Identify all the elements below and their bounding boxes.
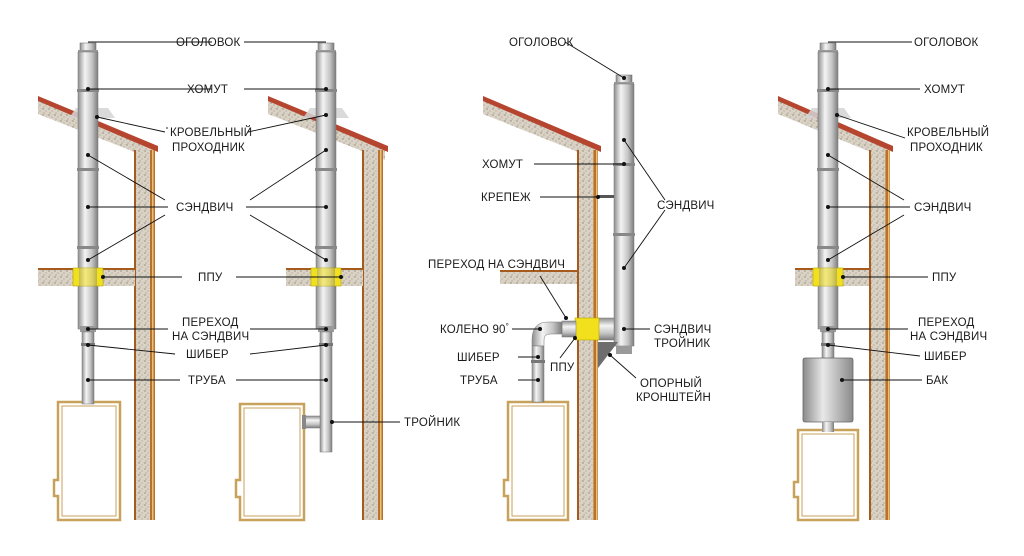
chimney-pipe-4 xyxy=(802,42,854,432)
label-ppu-2: ППУ xyxy=(550,362,575,374)
sandwich-pipe-4 xyxy=(817,51,839,330)
leader-dots xyxy=(86,76,845,424)
chimney-pipe-2 xyxy=(302,42,349,453)
wall-1-inner xyxy=(134,150,136,520)
label-ogolovok-3: ОГОЛОВОК xyxy=(914,37,978,49)
cap-4 xyxy=(819,42,837,52)
label-sendvich-2: СЭНДВИЧ xyxy=(657,200,715,212)
label-khomut-3: ХОМУТ xyxy=(924,84,965,96)
label-shiber-1: ШИБЕР xyxy=(186,349,229,361)
label-ppu-3: ППУ xyxy=(932,272,957,284)
label-prokhodnik-1: ПРОХОДНИК xyxy=(172,142,245,154)
label-perekhod-2: ПЕРЕХОД НА СЭНДВИЧ xyxy=(428,259,565,271)
house-3 xyxy=(483,96,601,522)
sandwich-pipe-3 xyxy=(613,83,635,347)
label-krovelny-3b: ПРОХОДНИК xyxy=(910,142,983,154)
label-perekhod-3a: ПЕРЕХОД xyxy=(918,317,974,329)
label-truba-2: ТРУБА xyxy=(460,375,498,387)
leader-lines xyxy=(87,41,928,423)
label-troynik-2a: СЭНДВИЧ xyxy=(654,324,712,336)
mount-3 xyxy=(598,195,614,198)
elbow-3 xyxy=(531,321,563,347)
chimney-pipe-1 xyxy=(69,42,115,405)
cap-1 xyxy=(79,42,97,52)
label-troynik-2b: ТРОЙНИК xyxy=(654,337,710,350)
label-khomut-1: ХОМУТ xyxy=(187,84,228,96)
roof-cover-3 xyxy=(483,96,601,152)
single-pipe-2 xyxy=(319,331,333,453)
label-troynik-1: ТРОЙНИК xyxy=(404,416,460,429)
roof-insulation-3 xyxy=(483,100,598,160)
label-bak-3: БАК xyxy=(926,375,948,387)
clamp-1c xyxy=(77,246,99,249)
label-shiber-3: ШИБЕР xyxy=(924,351,967,363)
stove-4 xyxy=(792,428,860,522)
label-perekhod-1b: НА СЭНДВИЧ xyxy=(172,331,249,343)
single-pipe-3 xyxy=(531,345,545,403)
label-sendvich-1: СЭНДВИЧ xyxy=(176,202,234,214)
label-perekhod-3b: НА СЭНДВИЧ xyxy=(910,331,987,343)
label-sendvich-3: СЭНДВИЧ xyxy=(914,202,972,214)
label-shiber-2: ШИБЕР xyxy=(457,352,500,364)
label-koleno-2: КОЛЕНО 90° xyxy=(440,322,509,336)
clamp-1b xyxy=(77,168,99,171)
label-opora-2b: КРОНШТЕЙН xyxy=(636,391,711,404)
tee-branch-2 xyxy=(303,415,321,429)
label-ogolovok-2: ОГОЛОВОК xyxy=(509,37,573,49)
label-truba-1: ТРУБА xyxy=(188,375,226,387)
label-krovelny-3a: КРОВЕЛЬНЫЙ xyxy=(907,126,989,139)
stove-3 xyxy=(502,400,570,522)
label-opora-2a: ОПОРНЫЙ xyxy=(640,377,702,390)
ppu-3 xyxy=(574,317,600,341)
wall-1-edge xyxy=(150,150,155,520)
tank-4 xyxy=(802,357,854,423)
label-ogolovok-1: ОГОЛОВОК xyxy=(176,37,240,49)
label-khomut-2: ХОМУТ xyxy=(482,159,523,171)
sandwich-pipe-1 xyxy=(77,51,99,330)
floor-3 xyxy=(500,270,577,284)
transition-3 xyxy=(561,320,577,338)
label-ppu-1: ППУ xyxy=(198,272,223,284)
cap-2 xyxy=(317,42,335,52)
chimney-pipe-3 xyxy=(531,74,635,403)
label-krovelny-1: КРОВЕЛЬНЫЙ xyxy=(170,126,252,139)
stove-2 xyxy=(234,402,306,522)
label-perekhod-1a: ПЕРЕХОД xyxy=(182,317,238,329)
sandwich-pipe-2 xyxy=(315,51,337,330)
label-krepezh-2: КРЕПЕЖ xyxy=(481,192,531,204)
single-pipe-1 xyxy=(81,331,95,405)
stove-1 xyxy=(52,400,122,522)
